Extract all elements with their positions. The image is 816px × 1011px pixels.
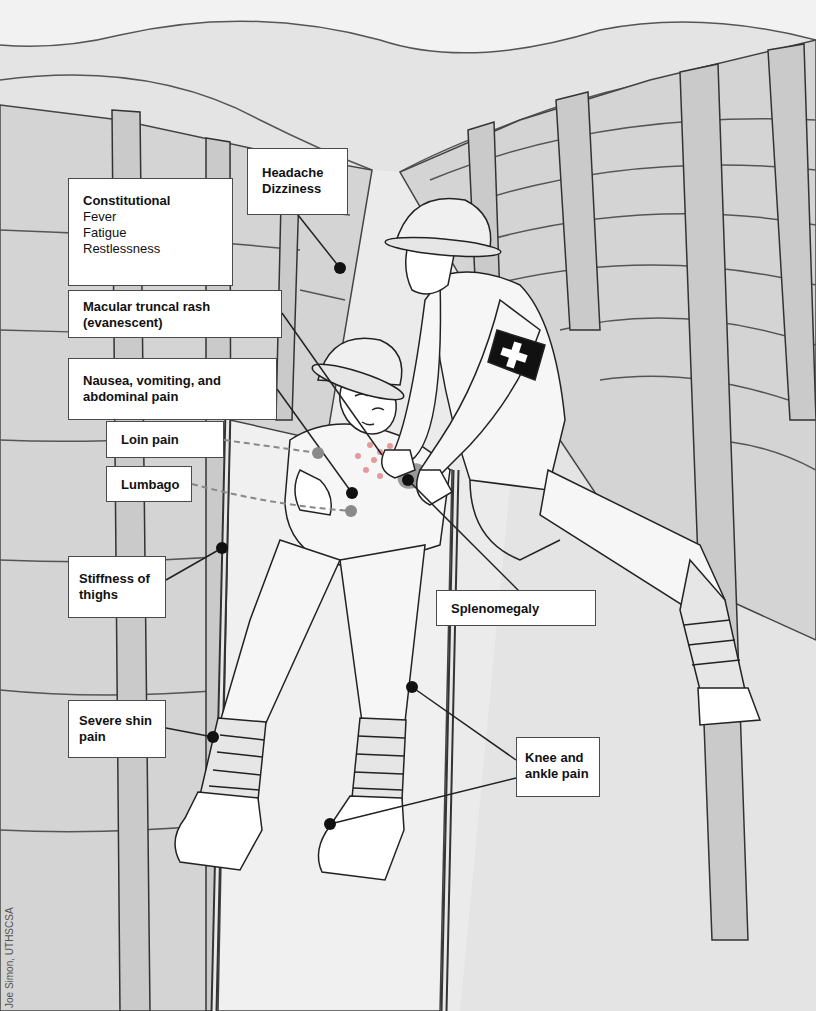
leader-line [277, 389, 352, 493]
leader-line [166, 548, 222, 580]
callout-box: Splenomegaly [436, 590, 596, 626]
callout-box: Knee and ankle pain [516, 737, 600, 797]
leg-outline [470, 480, 560, 560]
leader-line [330, 778, 516, 824]
callout-text: Headache Dizziness [262, 165, 323, 197]
callout-text: Knee and ankle pain [525, 750, 599, 782]
leader-dot [207, 731, 219, 743]
boot [175, 792, 262, 870]
leader-line [412, 687, 516, 760]
red-cross-symbol [500, 347, 527, 363]
stretcher-pole [444, 470, 456, 1011]
leader-line [298, 215, 340, 268]
callout-text: Nausea, vomiting, and abdominal pain [83, 373, 243, 405]
callout-text: Lumbago [121, 477, 177, 493]
leader-line [192, 484, 351, 511]
hand [417, 470, 452, 505]
wooden-post [680, 64, 748, 940]
plank-line [0, 690, 225, 695]
leader-dots [207, 262, 418, 830]
plank-line [450, 165, 816, 210]
rash-spot [371, 457, 377, 463]
leader-dot [402, 474, 414, 486]
leader-dot [216, 542, 228, 554]
leader-line [282, 313, 382, 455]
trench-wall [400, 40, 816, 640]
leader-line [408, 480, 520, 592]
stretcher-canvas [218, 420, 452, 1011]
callout-text: Severe shin pain [79, 713, 157, 745]
leg [220, 540, 340, 725]
helmet-brim [309, 358, 406, 407]
callout-box: ConstitutionalFever Fatigue Restlessness [68, 178, 233, 286]
plank-line [490, 265, 816, 285]
leader-dots [312, 447, 357, 517]
rash-spot [363, 467, 369, 473]
boot [698, 688, 760, 725]
callout-text: Stiffness of thighs [79, 571, 157, 603]
wooden-post [556, 92, 600, 330]
image-credit: Joe Simon, UTHSCSA [4, 907, 15, 1008]
helmet-brim [385, 234, 502, 260]
callout-text: Splenomegaly [451, 601, 581, 617]
leader-dot [406, 681, 418, 693]
hand [382, 450, 415, 478]
leader-dot [346, 487, 358, 499]
sky [0, 0, 816, 53]
plank-line [300, 290, 345, 300]
stretcher-pole [444, 470, 456, 1011]
callout-text: Constitutional [83, 193, 218, 209]
leg [340, 545, 425, 722]
medic [382, 198, 760, 725]
arm [392, 280, 441, 465]
leader-dot [334, 262, 346, 274]
callout-box: Loin pain [106, 421, 224, 458]
rash-spot [377, 473, 383, 479]
puttee [200, 718, 266, 800]
wooden-post [768, 44, 816, 420]
leader-dot [312, 447, 324, 459]
rash-spot [387, 443, 393, 449]
puttee-wrap [684, 620, 740, 665]
callout-box: Lumbago [106, 466, 192, 502]
callout-box: Nausea, vomiting, and abdominal pain [68, 358, 277, 420]
plank-line [470, 214, 816, 245]
symptom-list: Fever Fatigue Restlessness [83, 209, 160, 257]
callout-box: Headache Dizziness [247, 148, 348, 215]
hill-line [0, 21, 816, 53]
puttee-wrap [353, 736, 405, 790]
leader-line [166, 728, 213, 737]
puttee-wrap [209, 735, 264, 790]
leader-dot [345, 505, 357, 517]
callout-text: Loin pain [121, 432, 209, 448]
callout-box: Stiffness of thighs [68, 556, 166, 618]
callout-text: Macular truncal rash (evanescent) [83, 299, 233, 331]
rash-spot [355, 453, 361, 459]
puttee [680, 560, 745, 690]
puttee [352, 718, 406, 800]
leader-line [224, 440, 318, 453]
armband [488, 330, 545, 380]
rash-spot [367, 442, 373, 448]
callout-box: Macular truncal rash (evanescent) [68, 290, 282, 338]
callout-box: Severe shin pain [68, 700, 166, 758]
leader-dot [324, 818, 336, 830]
